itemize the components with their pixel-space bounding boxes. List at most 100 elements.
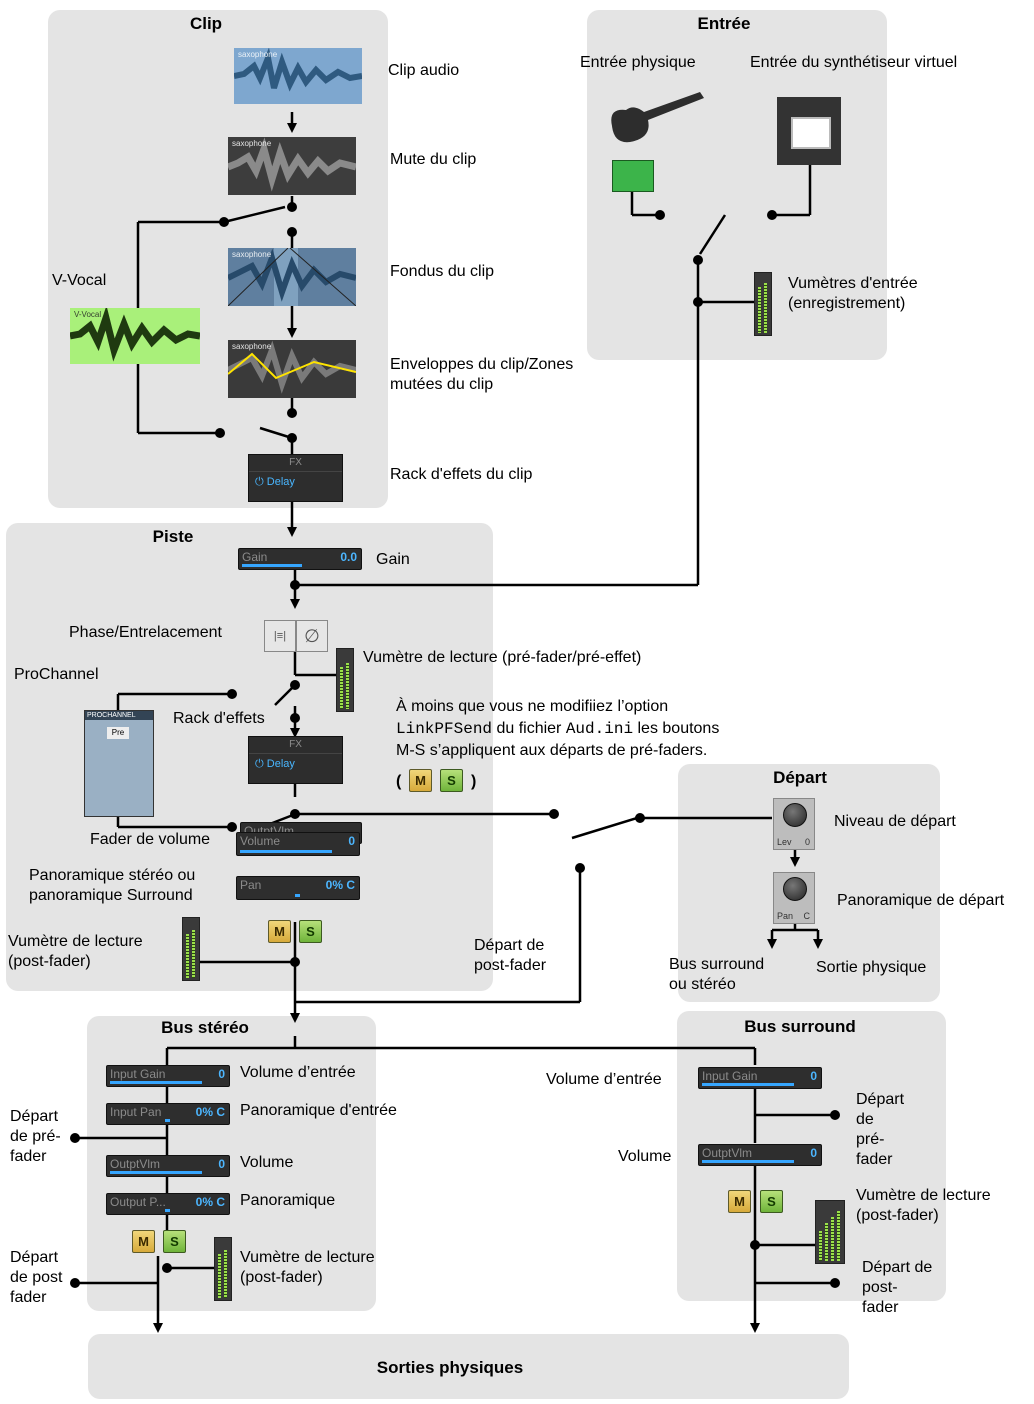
bs-dep-post-1: Départ <box>10 1249 59 1266</box>
bsu-dep-pre-1: Départ <box>856 1091 905 1108</box>
knob-value: 0 <box>804 837 810 847</box>
strip-name: Output P... <box>110 1195 166 1209</box>
input-meters <box>754 272 772 336</box>
pan-strip[interactable]: Pan 0% C <box>236 876 360 900</box>
strip-name: OutptVlm <box>110 1157 161 1171</box>
strip-name: Input Pan <box>110 1105 162 1119</box>
strip-level-bar <box>702 1160 794 1163</box>
strip-value: 0 <box>810 1069 817 1083</box>
strip-name: Input Gain <box>702 1069 758 1083</box>
knob-label: Pan <box>777 911 794 921</box>
send-pan-knob[interactable]: Pan C <box>773 872 815 924</box>
fader-volume-strip[interactable]: Volume 0 <box>236 832 360 856</box>
piste-fx-rack[interactable]: FX ⏻ Delay <box>248 736 343 784</box>
sortie-physique-label: Sortie physique <box>816 959 927 976</box>
note-mid: du fichier <box>492 720 566 737</box>
keyboard-icon <box>777 97 841 165</box>
vu-lecture-pre-label: Vumètre de lecture (pré-fader/pré-effet) <box>363 649 642 666</box>
bus-stereo-title: Bus stéréo <box>161 1018 249 1037</box>
vu-post-label-2: (post-fader) <box>8 953 91 970</box>
knob-label: Lev <box>777 837 792 847</box>
prochannel-title: PROCHANNEL <box>85 711 153 720</box>
gain-strip[interactable]: Gain 0.0 <box>238 548 362 570</box>
bs-playback-meter <box>214 1237 232 1301</box>
solo-button[interactable]: S <box>440 769 463 792</box>
entree-vu-label-2: (enregistrement) <box>788 295 906 312</box>
solo-button[interactable]: S <box>163 1230 186 1253</box>
bs-dep-post-2: de post <box>10 1269 63 1286</box>
strip-level-bar <box>702 1083 794 1086</box>
output-volume-strip[interactable]: OutptVlm 0 <box>106 1155 230 1177</box>
clip-fx-rack[interactable]: FX ⏻ Delay <box>248 454 343 502</box>
send-level-knob[interactable]: Lev 0 <box>773 798 815 850</box>
strip-level-bar <box>110 1171 202 1174</box>
solo-button[interactable]: S <box>299 920 322 943</box>
pan-indicator <box>165 1119 170 1122</box>
note-end: les boutons <box>633 720 720 737</box>
input-pan-strip[interactable]: Input Pan 0% C <box>106 1103 230 1125</box>
depart-post-label-1: Départ de <box>474 937 545 954</box>
depart-post-label-2: post-fader <box>474 957 547 974</box>
piste-title: Piste <box>152 527 194 546</box>
vu-post-label-1: Vumètre de lecture <box>8 933 143 950</box>
fx-header: FX <box>249 737 342 754</box>
phase-button[interactable]: ∅ <box>296 620 328 652</box>
bsu-dep-post-1: Départ de <box>862 1259 933 1276</box>
bs-dep-pre-1: Départ <box>10 1108 59 1125</box>
bsu-vu-label-2: (post-fader) <box>856 1207 939 1224</box>
phase-label: Phase/Entrelacement <box>69 624 222 641</box>
bsu-dep-post-3: fader <box>862 1299 899 1316</box>
bsu-dep-post-2: post- <box>862 1279 898 1296</box>
prochannel-label: ProChannel <box>14 666 99 683</box>
bsu-dep-pre-3: pré- <box>856 1131 885 1148</box>
bs-vu-label-2: (post-fader) <box>240 1269 323 1286</box>
input-gain-strip[interactable]: Input Gain 0 <box>698 1067 822 1089</box>
strip-value: 0.0 <box>340 550 357 564</box>
input-gain-strip[interactable]: Input Gain 0 <box>106 1065 230 1087</box>
fx-item-label: Delay <box>266 758 295 770</box>
note-paren-close: ) <box>471 773 477 790</box>
bs-dep-post-3: fader <box>10 1289 47 1306</box>
mute-button[interactable]: M <box>268 920 291 943</box>
mute-button[interactable]: M <box>728 1190 751 1213</box>
bs-pan-label: Panoramique <box>240 1192 336 1209</box>
sound-card-icon <box>612 160 654 192</box>
strip-value: 0 <box>810 1146 817 1160</box>
mute-button[interactable]: M <box>409 769 432 792</box>
output-pan-strip[interactable]: Output P... 0% C <box>106 1193 230 1215</box>
strip-name: OutptVlm <box>702 1146 753 1160</box>
clip-mute-waveform: saxophone <box>228 137 356 195</box>
entree-vu-label-1: Vumètres d'entrée <box>788 275 918 292</box>
fx-delay-item[interactable]: ⏻ Delay <box>255 758 295 771</box>
knob-value: C <box>803 911 811 921</box>
gain-label: Gain <box>376 551 410 568</box>
clip-audio-waveform: saxophone <box>234 48 362 104</box>
bs-volume-label: Volume <box>240 1154 294 1171</box>
knob-dial <box>783 877 807 901</box>
clip-env-label-2: mutées du clip <box>390 376 494 393</box>
clip-rack-label: Rack d'effets du clip <box>390 466 533 483</box>
output-volume-strip[interactable]: OutptVlm 0 <box>698 1144 822 1166</box>
pan-label-2: panoramique Surround <box>29 887 193 904</box>
prochannel-pre-button[interactable]: Pre <box>107 727 129 739</box>
fx-delay-item[interactable]: ⏻ Delay <box>255 476 295 489</box>
solo-button[interactable]: S <box>760 1190 783 1213</box>
fx-header: FX <box>249 455 342 472</box>
clip-fondus-label: Fondus du clip <box>390 263 495 280</box>
bsu-dep-pre-4: fader <box>856 1151 893 1168</box>
wave-tag: saxophone <box>232 342 272 351</box>
entree-synth-label: Entrée du synthétiseur virtuel <box>750 54 958 71</box>
playback-meter-pre <box>336 648 354 712</box>
interleave-button[interactable]: |≡| <box>264 620 296 652</box>
prochannel-module[interactable]: PROCHANNEL Pre <box>84 710 154 817</box>
fx-item-label: Delay <box>266 476 295 488</box>
power-icon: ⏻ <box>255 758 267 770</box>
clip-audio-label: Clip audio <box>388 62 460 79</box>
bsu-volume-label: Volume <box>618 1148 672 1165</box>
mute-button[interactable]: M <box>132 1230 155 1253</box>
note-line-3: M-S s’appliquent aux départs de pré-fade… <box>396 742 708 759</box>
strip-name: Volume <box>240 834 281 848</box>
bsu-dep-pre-2: de <box>856 1111 874 1128</box>
sorties-panel <box>88 1334 849 1399</box>
